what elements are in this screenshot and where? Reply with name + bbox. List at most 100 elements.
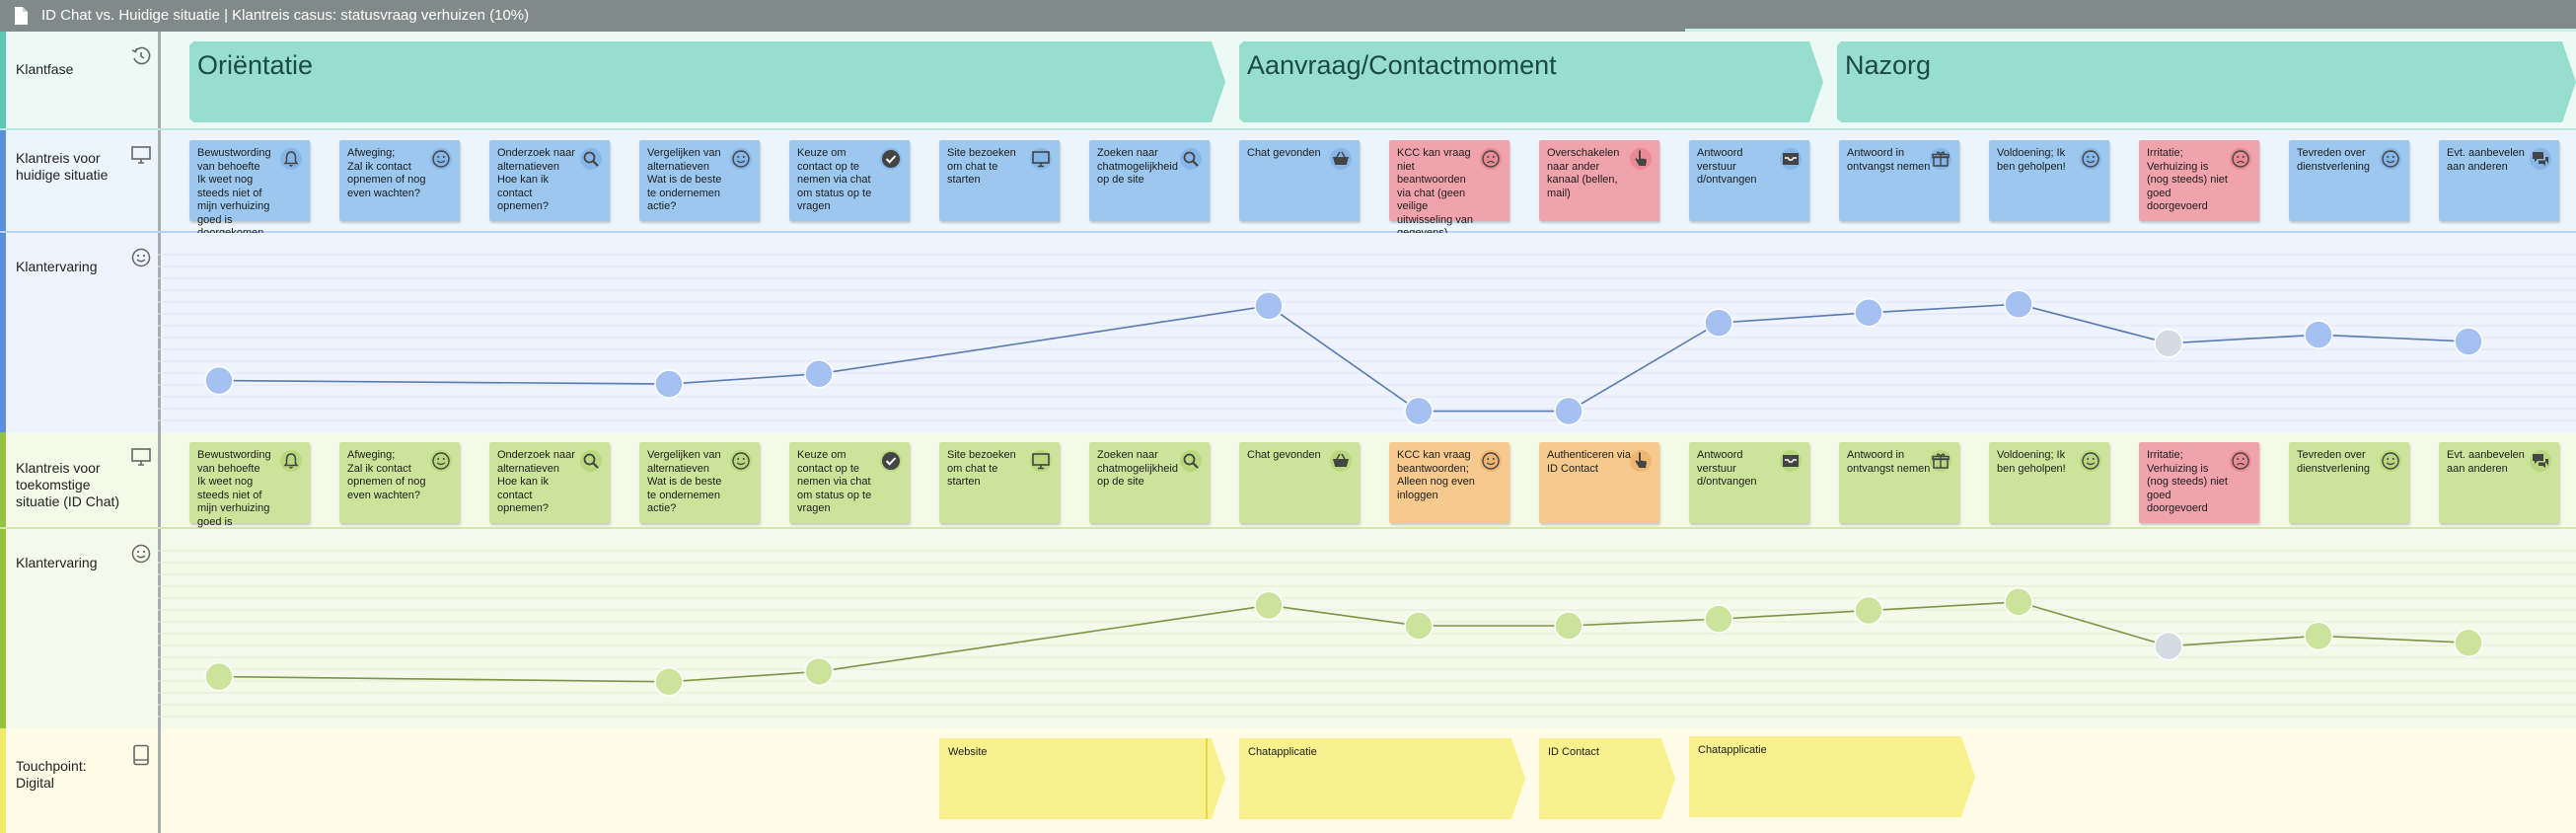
experience-point[interactable] — [1554, 396, 1583, 426]
journey-card[interactable]: Overschakelen naar ander kanaal (bellen,… — [1539, 140, 1659, 221]
journey-card[interactable]: Chat gevonden — [1239, 442, 1360, 523]
touchpoint-label: Chatapplicatie — [1248, 746, 1317, 758]
basket-icon — [1330, 450, 1352, 472]
experience-point[interactable] — [1404, 611, 1434, 641]
card-text: Bewustwording van behoefte Ik weet nog s… — [197, 147, 271, 239]
experience-point[interactable] — [2004, 587, 2033, 617]
smiley-icon — [730, 450, 752, 472]
lane-label-toekomstige-situatie: Klantreis voor toekomstige situatie (ID … — [16, 460, 120, 509]
lane-klantfase: Klantfase Oriëntatie Aanvraag/Contactmom… — [0, 32, 2576, 130]
experience-point[interactable] — [654, 369, 684, 399]
phase-nazorg[interactable]: Nazorg — [1837, 41, 2576, 122]
journey-card[interactable]: Keuze om contact op te nemen via chat om… — [789, 140, 910, 221]
journey-card[interactable]: Chat gevonden — [1239, 140, 1360, 221]
journey-card[interactable]: KCC kan vraag beantwoorden; Alleen nog e… — [1389, 442, 1509, 523]
experience-point[interactable] — [1254, 291, 1284, 321]
journey-card[interactable]: Antwoord in ontvangst nemen — [1839, 442, 1959, 523]
touchpoint-shape — [1689, 736, 1975, 817]
experience-point[interactable] — [2154, 631, 2183, 661]
journey-card[interactable]: Vergelijken van alternatieven Wat is de … — [639, 442, 760, 523]
lane-border — [0, 527, 2576, 529]
experience-point[interactable] — [1854, 595, 1883, 626]
journey-card[interactable]: Zoeken naar chatmogelijkheid op de site — [1089, 442, 1210, 523]
check-circle-icon — [880, 450, 902, 472]
title-bar: ID Chat vs. Huidige situatie | Klantreis… — [0, 0, 2576, 32]
card-text: Chat gevonden — [1247, 147, 1321, 159]
lane-header: Klantreis voor toekomstige situatie (ID … — [6, 432, 158, 529]
journey-card[interactable]: Antwoord verstuur d/ontvangen — [1689, 442, 1809, 523]
card-text: Tevreden over dienstverlening — [2297, 147, 2370, 173]
smiley-icon — [2380, 148, 2401, 170]
journey-card[interactable]: Voldoening; Ik ben geholpen! — [1989, 442, 2109, 523]
gift-icon — [1930, 450, 1951, 472]
card-text: Antwoord verstuur d/ontvangen — [1697, 147, 1757, 186]
experience-chart-future — [158, 550, 2576, 718]
experience-point[interactable] — [204, 365, 234, 396]
phase-orientatie[interactable]: Oriëntatie — [189, 41, 1225, 122]
experience-point[interactable] — [1404, 396, 1434, 426]
journey-card[interactable]: Onderzoek naar alternatieven Hoe kan ik … — [489, 442, 610, 523]
journey-card[interactable]: KCC kan vraag niet beantwoorden via chat… — [1389, 140, 1509, 239]
card-text: Overschakelen naar ander kanaal (bellen,… — [1547, 147, 1620, 199]
journey-card[interactable]: Vergelijken van alternatieven Wat is de … — [639, 140, 760, 221]
journey-card[interactable]: Irritatie; Verhuizing is (nog steeds) ni… — [2139, 442, 2259, 523]
touchpoint-label: ID Contact — [1548, 746, 1599, 758]
lane-separator — [158, 432, 161, 529]
experience-chart-current — [158, 254, 2576, 426]
journey-card[interactable]: Onderzoek naar alternatieven Hoe kan ik … — [489, 140, 610, 221]
experience-point[interactable] — [2454, 628, 2483, 657]
experience-point[interactable] — [2004, 289, 2033, 319]
journey-card[interactable]: Antwoord verstuur d/ontvangen — [1689, 140, 1809, 221]
phase-arrow-shape — [189, 41, 1225, 122]
journey-card[interactable]: Keuze om contact op te nemen via chat om… — [789, 442, 910, 523]
experience-point[interactable] — [1704, 308, 1733, 338]
touchpoint-shape — [1539, 738, 1675, 819]
card-text: Tevreden over dienstverlening — [2297, 449, 2370, 475]
journey-card[interactable]: Evt. aanbevelen aan anderen — [2439, 442, 2559, 523]
lane-label-klantervaring: Klantervaring — [16, 259, 98, 274]
journey-card[interactable]: Authenticeren via ID Contact — [1539, 442, 1659, 523]
experience-point[interactable] — [2154, 329, 2183, 358]
experience-point[interactable] — [2304, 621, 2333, 651]
touchpoint-website[interactable]: Website — [939, 738, 1225, 819]
experience-point[interactable] — [804, 656, 834, 687]
experience-line — [218, 601, 2469, 683]
experience-point[interactable] — [204, 661, 234, 692]
experience-point[interactable] — [804, 358, 834, 389]
journey-card[interactable]: Zoeken naar chatmogelijkheid op de site — [1089, 140, 1210, 221]
card-text: Authenticeren via ID Contact — [1547, 449, 1631, 475]
lane-touchpoint-digital: Touchpoint: Digital Website Chatapplicat… — [0, 728, 2576, 833]
journey-card[interactable]: Tevreden over dienstverlening — [2289, 140, 2409, 221]
journey-card[interactable]: Evt. aanbevelen aan anderen — [2439, 140, 2559, 221]
card-text: Evt. aanbevelen aan anderen — [2447, 147, 2525, 173]
experience-point[interactable] — [2304, 320, 2333, 349]
hand-pointer-icon — [1630, 450, 1652, 472]
touchpoint-shape — [939, 738, 1225, 819]
touchpoint-id-contact[interactable]: ID Contact — [1539, 738, 1675, 819]
experience-point[interactable] — [654, 667, 684, 697]
journey-card[interactable]: Afweging; Zal ik contact opnemen of nog … — [339, 442, 460, 523]
experience-point[interactable] — [1554, 611, 1583, 641]
lane-header: Touchpoint: Digital — [6, 728, 158, 833]
journey-card[interactable]: Bewustwording van behoefte Ik weet nog s… — [189, 442, 310, 541]
search-icon — [580, 148, 602, 170]
journey-card[interactable]: Bewustwording van behoefte Ik weet nog s… — [189, 140, 310, 239]
experience-point[interactable] — [1704, 604, 1733, 634]
experience-point[interactable] — [1854, 298, 1883, 328]
experience-point[interactable] — [1254, 590, 1284, 621]
phase-aanvraag[interactable]: Aanvraag/Contactmoment — [1239, 41, 1823, 122]
experience-point[interactable] — [2454, 327, 2483, 356]
search-icon — [1180, 450, 1202, 472]
lane-toekomstige-situatie: Klantreis voor toekomstige situatie (ID … — [0, 432, 2576, 541]
card-text: Site bezoeken om chat te starten — [947, 147, 1016, 186]
touchpoint-chatapplicatie-2[interactable]: Chatapplicatie — [1689, 736, 1975, 817]
journey-card[interactable]: Site bezoeken om chat te starten — [939, 442, 1060, 523]
journey-card[interactable]: Tevreden over dienstverlening — [2289, 442, 2409, 523]
journey-card[interactable]: Irritatie; Verhuizing is (nog steeds) ni… — [2139, 140, 2259, 221]
card-text: Chat gevonden — [1247, 449, 1321, 461]
journey-card[interactable]: Afweging; Zal ik contact opnemen of nog … — [339, 140, 460, 221]
touchpoint-chatapplicatie[interactable]: Chatapplicatie — [1239, 738, 1525, 819]
journey-card[interactable]: Antwoord in ontvangst nemen — [1839, 140, 1959, 221]
journey-card[interactable]: Site bezoeken om chat te starten — [939, 140, 1060, 221]
journey-card[interactable]: Voldoening; Ik ben geholpen! — [1989, 140, 2109, 221]
